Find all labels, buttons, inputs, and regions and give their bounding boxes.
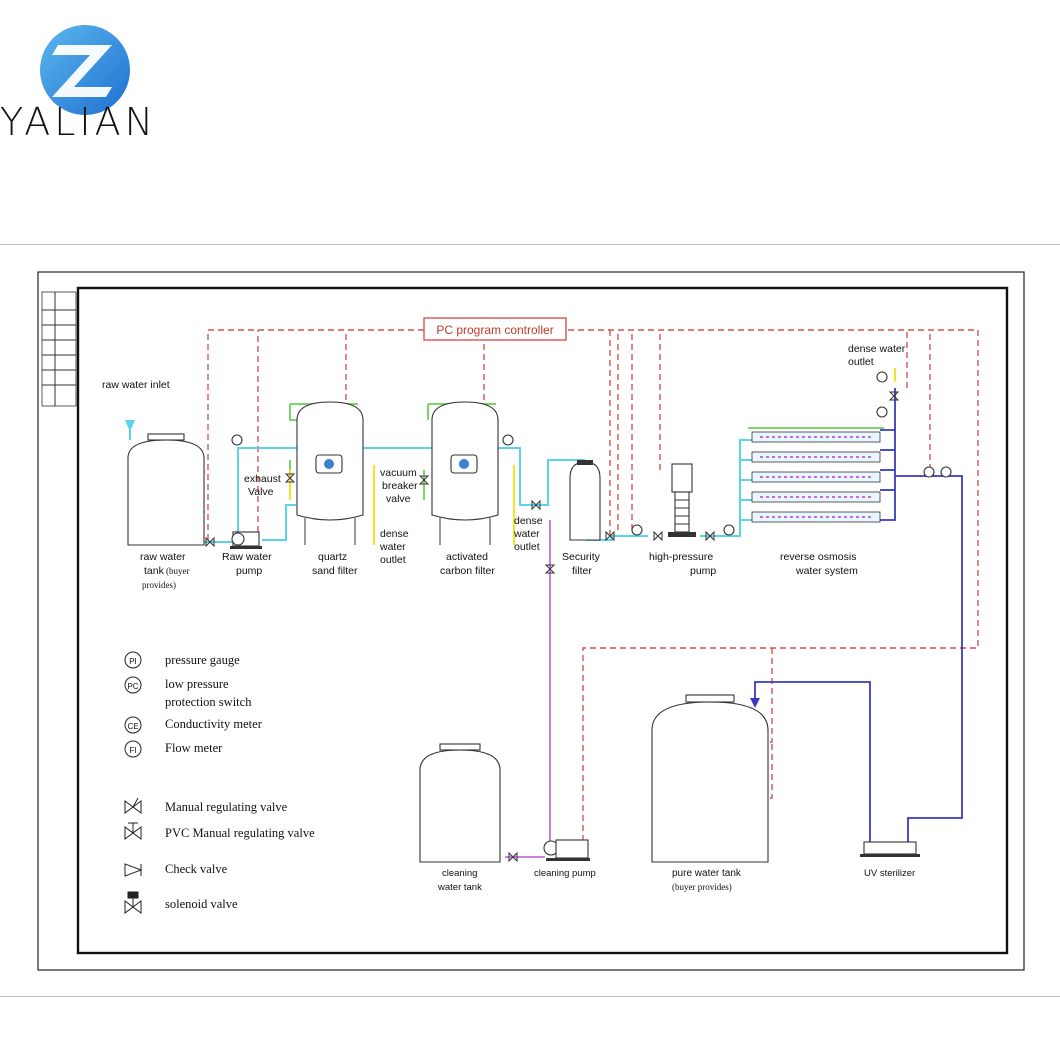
legend-ce-symbol: CE <box>127 722 138 731</box>
raw-tank-buyer-label-2: provides) <box>142 580 176 590</box>
raw-water-tank <box>125 420 205 546</box>
raw-tank-buyer-label-1: (buyer <box>166 566 190 576</box>
dense2-label-2: water <box>513 528 540 540</box>
raw-pump-label-1: Raw water <box>222 551 272 563</box>
legend-fi-symbol: FI <box>129 746 136 755</box>
raw-water-inlet-label: raw water inlet <box>102 379 170 391</box>
solenoid-valve-icon <box>124 891 142 914</box>
cleaning-tank-label-2: water tank <box>437 882 482 893</box>
quartz-sand-filter <box>296 401 364 545</box>
legend-ce-text: Conductivity meter <box>165 717 263 731</box>
legend: PI pressure gauge PC low pressure protec… <box>124 651 315 914</box>
legend-solenoid-valve: solenoid valve <box>165 897 238 911</box>
legend-pi-text: pressure gauge <box>165 653 240 667</box>
quartz-label-1: quartz <box>318 551 347 563</box>
vacuum-label-2: breaker <box>382 480 418 492</box>
ro-membranes <box>748 427 884 523</box>
security-filter <box>569 460 601 541</box>
pure-tank-label-2: (buyer provides) <box>672 882 732 892</box>
ro-label-2: water system <box>795 565 858 577</box>
control-lines <box>198 329 979 840</box>
exhaust-label-2: Valve <box>248 486 274 498</box>
pure-water-tank <box>651 694 769 863</box>
raw-tank-label-2: tank <box>144 565 165 577</box>
dense3-label-2: outlet <box>848 356 874 368</box>
dense3-label-1: dense water <box>848 343 906 355</box>
legend-pi-symbol: PI <box>129 657 137 666</box>
ro-label-1: reverse osmosis <box>780 551 856 563</box>
legend-pc-symbol: PC <box>127 682 138 691</box>
cleaning-water-tank <box>419 743 501 863</box>
raw-water-pump <box>230 531 262 549</box>
legend-pc-text-2: protection switch <box>165 695 252 709</box>
exhaust-label-1: exhaust <box>244 473 281 485</box>
quartz-label-2: sand filter <box>312 565 358 577</box>
security-label-2: filter <box>572 565 592 577</box>
pc-controller-label: PC program controller <box>436 323 553 337</box>
legend-manual-valve: Manual regulating valve <box>165 800 288 814</box>
brand-name: YALIAN <box>0 100 158 144</box>
hp-label-1: high-pressure <box>649 551 713 563</box>
pure-tank-label-1: pure water tank <box>672 868 742 879</box>
dense2-label-3: outlet <box>514 541 540 553</box>
bottom-divider <box>0 996 1060 997</box>
dense1-label-3: outlet <box>380 554 406 566</box>
vacuum-label-1: vacuum <box>380 467 417 479</box>
uv-sterilizer <box>860 841 920 857</box>
security-label-1: Security <box>562 551 601 563</box>
high-pressure-pump <box>668 463 696 537</box>
cleaning-pump <box>543 839 590 861</box>
dense1-label-1: dense <box>380 528 409 540</box>
cleaning-pump-label: cleaning pump <box>534 868 596 879</box>
pressure-gauge-icon <box>231 371 952 536</box>
activated-carbon-filter <box>431 401 499 545</box>
pvc-valve-icon <box>124 822 142 840</box>
manual-valve-icon <box>124 797 142 814</box>
check-valve-icon <box>124 863 143 877</box>
outer-frame <box>37 271 1025 971</box>
cleaning-tank-label-1: cleaning <box>442 868 477 879</box>
valve-icon <box>205 391 900 863</box>
brand-logo-icon <box>40 25 130 115</box>
raw-tank-label-1: raw water <box>140 551 186 563</box>
legend-check-valve: Check valve <box>165 862 228 876</box>
inner-frame <box>76 286 1009 955</box>
legend-pc-text-1: low pressure <box>165 677 229 691</box>
raw-pump-label-2: pump <box>236 565 262 577</box>
legend-pvc-valve: PVC Manual regulating valve <box>165 826 315 840</box>
dense1-label-2: water <box>379 541 406 553</box>
carbon-label-2: carbon filter <box>440 565 495 577</box>
title-block <box>41 291 77 407</box>
vacuum-label-3: valve <box>386 493 411 505</box>
legend-fi-text: Flow meter <box>165 741 223 755</box>
hp-label-2: pump <box>690 565 716 577</box>
dense2-label-1: dense <box>514 515 543 527</box>
carbon-label-1: activated <box>446 551 488 563</box>
uv-label: UV sterilizer <box>864 868 915 879</box>
top-divider <box>0 244 1060 245</box>
pc-controller-box <box>423 317 567 341</box>
